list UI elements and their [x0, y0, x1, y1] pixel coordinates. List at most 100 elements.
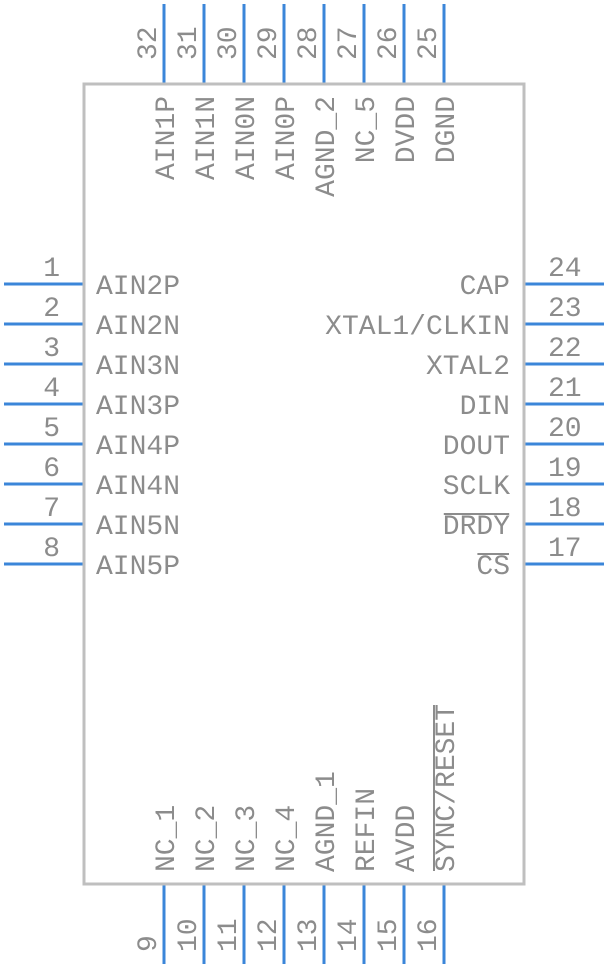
pin-name: XTAL1/CLKIN [325, 312, 510, 343]
pin-number-group: 9 [134, 935, 165, 952]
pin-14-refin: 14 REFIN [334, 788, 383, 952]
pin-number: 29 [254, 26, 285, 60]
pin-number-group: 32 [134, 26, 165, 60]
pin-name: NC_1 [152, 805, 183, 872]
pin-name-group: AIN0P [272, 96, 303, 180]
pin-name-group: SYNC/RESET [432, 704, 463, 872]
pin-name: AIN3N [96, 352, 180, 383]
pin-number-group: 11 [214, 918, 245, 952]
pin-13-agnd-1: 13 AGND_1 [294, 771, 343, 952]
pin-name-group: AIN1P [152, 96, 183, 180]
pin-number: 10 [174, 918, 205, 952]
pin-number: 26 [374, 26, 405, 60]
pin-name: AIN4P [96, 432, 180, 463]
pin-number: 4 [43, 374, 60, 405]
pin-number: 32 [134, 26, 165, 60]
pin-name: AGND_2 [312, 96, 343, 197]
pin-name: CS [476, 552, 510, 583]
pin-number: 15 [374, 918, 405, 952]
pin-name: NC_3 [232, 805, 263, 872]
pin-name: AIN2N [96, 312, 180, 343]
pin-name: AGND_1 [312, 771, 343, 872]
pin-name: AIN5N [96, 512, 180, 543]
pin-name: AIN2P [96, 272, 180, 303]
pin-number: 6 [43, 454, 60, 485]
pin-number-group: 13 [294, 918, 325, 952]
pin-name-group: AIN0N [232, 96, 263, 180]
pin-number: 11 [214, 918, 245, 952]
pin-name: DVDD [392, 96, 423, 163]
pin-name: NC_5 [352, 96, 383, 163]
pin-name-group: DGND [432, 96, 463, 163]
pin-name-group: REFIN [352, 788, 383, 872]
pin-number-group: 15 [374, 918, 405, 952]
pin-number-group: 25 [414, 26, 445, 60]
pin-name: DGND [432, 96, 463, 163]
pin-number: 25 [414, 26, 445, 60]
pin-10-nc-2: 10 NC_2 [174, 805, 223, 952]
pin-name: XTAL2 [426, 352, 510, 383]
pin-name-group: NC_5 [352, 96, 383, 163]
pin-number: 24 [548, 254, 582, 285]
pin-name: SCLK [443, 472, 510, 503]
pin-name-group: DVDD [392, 96, 423, 163]
pin-name: AIN0N [232, 96, 263, 180]
pin-name-group: AGND_2 [312, 96, 343, 197]
pin-15-avdd: 15 AVDD [374, 805, 423, 952]
pin-name-group: AGND_1 [312, 771, 343, 872]
pin-number: 16 [414, 918, 445, 952]
pin-number: 21 [548, 374, 582, 405]
pin-number: 3 [43, 334, 60, 365]
pin-number: 1 [43, 254, 60, 285]
pin-number-group: 14 [334, 918, 365, 952]
pin-number-group: 26 [374, 26, 405, 60]
pin-number-group: 29 [254, 26, 285, 60]
pin-number: 22 [548, 334, 582, 365]
pin-number: 2 [43, 294, 60, 325]
pin-number: 20 [548, 414, 582, 445]
pin-number: 9 [134, 935, 165, 952]
pin-name-group: NC_2 [192, 805, 223, 872]
pin-name: DOUT [443, 432, 510, 463]
pin-name: AIN3P [96, 392, 180, 423]
pin-number: 18 [548, 494, 582, 525]
pin-number: 14 [334, 918, 365, 952]
pin-number: 19 [548, 454, 582, 485]
pin-name: AVDD [392, 805, 423, 872]
pin-name: DIN [460, 392, 510, 423]
pin-name: AIN1P [152, 96, 183, 180]
pin-name-group: AIN1N [192, 96, 223, 180]
pin-number: 5 [43, 414, 60, 445]
pin-11-nc-3: 11 NC_3 [214, 805, 263, 952]
pin-number: 17 [548, 534, 582, 565]
pin-number: 27 [334, 26, 365, 60]
pin-name: AIN4N [96, 472, 180, 503]
pin-number: 30 [214, 26, 245, 60]
pin-number: 23 [548, 294, 582, 325]
pin-name-group: AVDD [392, 805, 423, 872]
pin-number-group: 27 [334, 26, 365, 60]
pin-name-group: NC_3 [232, 805, 263, 872]
pin-number: 12 [254, 918, 285, 952]
